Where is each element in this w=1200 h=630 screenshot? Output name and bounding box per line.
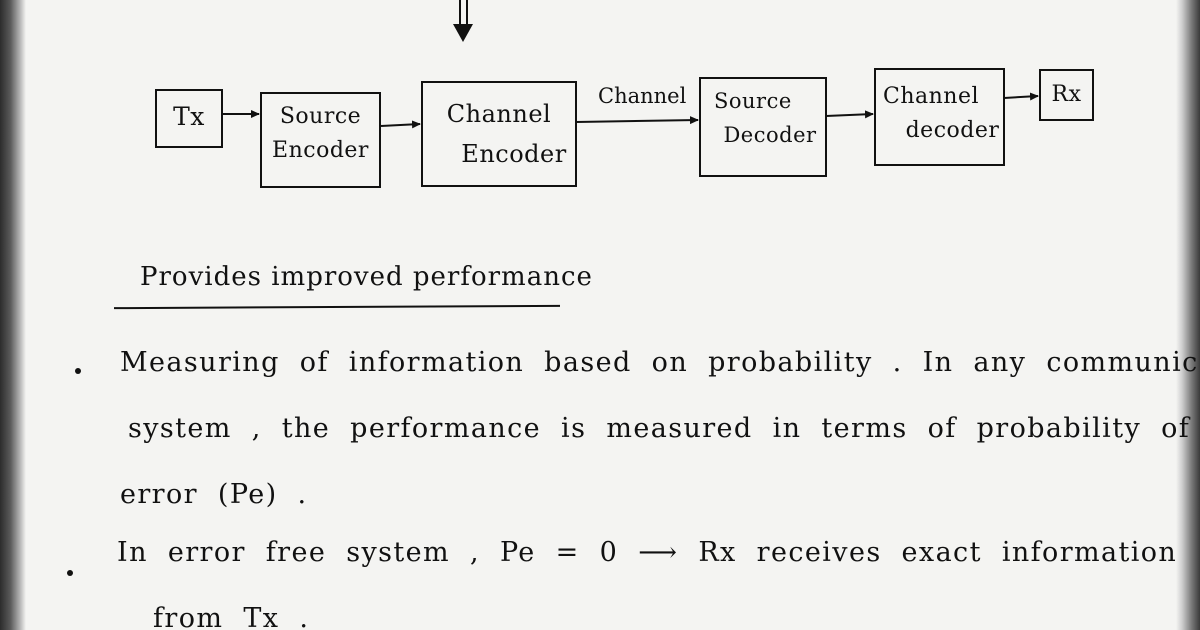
tx-label: Tx	[173, 102, 205, 131]
bullet-marker-1	[75, 368, 81, 374]
bullet-paragraph-1: Measuring of information based on probab…	[120, 330, 1200, 528]
channel-encoder-box	[421, 81, 577, 187]
section-heading: Provides improved performance	[140, 262, 593, 292]
arrow-channel-decoder-to-rx	[1003, 92, 1039, 101]
top-down-arrow	[453, 0, 473, 42]
bullet-marker-2	[67, 570, 73, 576]
rx-box	[1039, 69, 1094, 121]
source-decoder-label: Source Decoder	[714, 89, 817, 147]
bullet-1-line-2: system , the performance is measured in …	[128, 413, 1191, 444]
source-decoder-box	[699, 77, 827, 177]
scan-edge-left	[0, 0, 26, 630]
rx-label: Rx	[1051, 82, 1082, 107]
arrow-source-encoder-to-channel-encoder	[379, 120, 421, 129]
arrow-channel-encoder-to-source-decoder	[575, 116, 699, 125]
channel-decoder-label: Channel decoder	[883, 84, 1000, 143]
channel-label: Channel	[598, 84, 687, 108]
bullet-2-line-1: In error free system , Pe = 0 ⟶ Rx recei…	[117, 537, 1178, 568]
tx-box	[155, 89, 223, 148]
bullet-paragraph-2: In error free system , Pe = 0 ⟶ Rx recei…	[117, 520, 1177, 630]
channel-decoder-box	[874, 68, 1005, 166]
arrow-source-decoder-to-channel-decoder	[825, 110, 874, 119]
bullet-2-line-2: from Tx .	[153, 603, 310, 630]
source-encoder-box	[260, 92, 381, 188]
channel-encoder-label: Channel Encoder	[446, 100, 567, 168]
scan-edge-right	[1176, 0, 1200, 630]
bullet-1-line-1: Measuring of information based on probab…	[120, 347, 1200, 378]
bullet-1-line-3: error (Pe) .	[120, 479, 308, 510]
source-encoder-label: Source Encoder	[272, 104, 369, 163]
